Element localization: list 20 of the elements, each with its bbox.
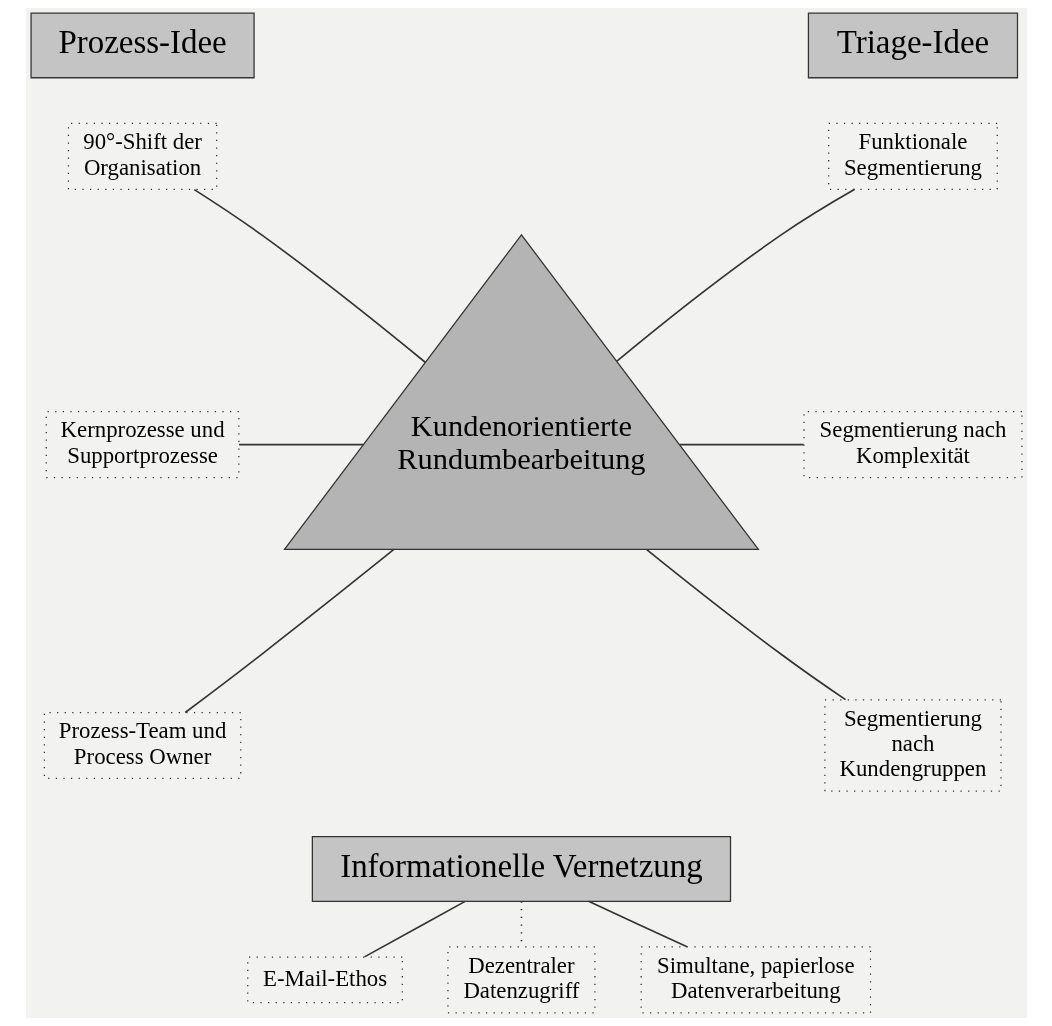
- connector: [237, 443, 364, 446]
- node-box: 90°-Shift der Organisation: [67, 122, 217, 190]
- node-box: Prozess-Idee: [29, 12, 255, 79]
- connector: [645, 548, 846, 701]
- node-box: Segmentierung nach Kundengruppen: [823, 699, 1002, 792]
- node-box: Prozess-Team und Process Owner: [43, 711, 241, 780]
- node-box: E-Mail-Ethos: [246, 956, 403, 1004]
- node-box: Dezentraler Datenzugriff: [446, 946, 596, 1014]
- node-box: Funktionale Segmentierung: [827, 122, 998, 190]
- node-box: Triage-Idee: [807, 12, 1018, 79]
- connector: [183, 548, 395, 714]
- connector: [193, 188, 426, 364]
- connector: [363, 900, 466, 958]
- connector: [587, 900, 688, 948]
- connector: [678, 443, 804, 446]
- node-box: Segmentierung nach Komplexität: [802, 411, 1023, 479]
- connector: [615, 188, 856, 362]
- node-box: Informationelle Vernetzung: [311, 836, 731, 902]
- node-box: Simultane, papierlose Datenverarbeitung: [640, 946, 871, 1014]
- node-box: Kernprozesse und Supportprozesse: [45, 411, 239, 479]
